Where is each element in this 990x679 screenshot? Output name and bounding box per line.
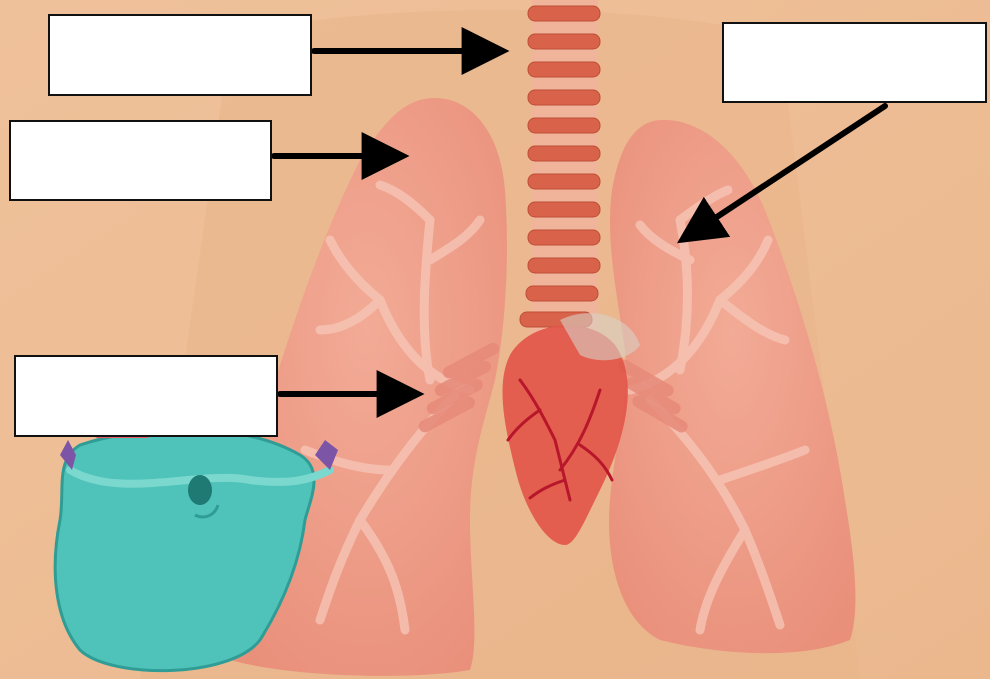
label-box-right-lung[interactable] [9,120,272,201]
trachea [520,0,600,340]
label-box-trachea[interactable] [48,14,312,96]
label-box-left-lung[interactable] [722,22,987,103]
label-box-bronchus[interactable] [14,355,278,437]
